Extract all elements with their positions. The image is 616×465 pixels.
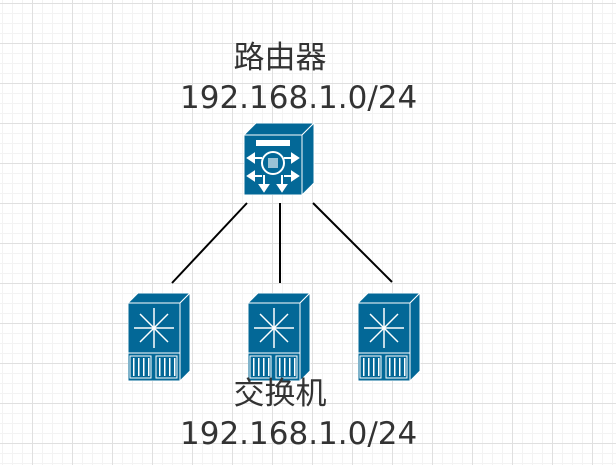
router-network: 192.168.1.0/24 (180, 80, 418, 116)
switch-label: 交换机 192.168.1.0/24 (180, 374, 418, 454)
switch-network: 192.168.1.0/24 (180, 416, 418, 452)
switch-name: 交换机 (233, 376, 327, 412)
link-router-switch-3[interactable] (312, 202, 393, 283)
router-label: 路由器 192.168.1.0/24 (180, 38, 418, 118)
switch-icon-2[interactable] (248, 293, 312, 381)
router-icon[interactable] (244, 123, 316, 195)
switch-icon-3[interactable] (358, 293, 422, 381)
link-router-switch-1[interactable] (171, 202, 248, 284)
router-name: 路由器 (233, 40, 327, 76)
switch-icon-1[interactable] (128, 293, 192, 381)
